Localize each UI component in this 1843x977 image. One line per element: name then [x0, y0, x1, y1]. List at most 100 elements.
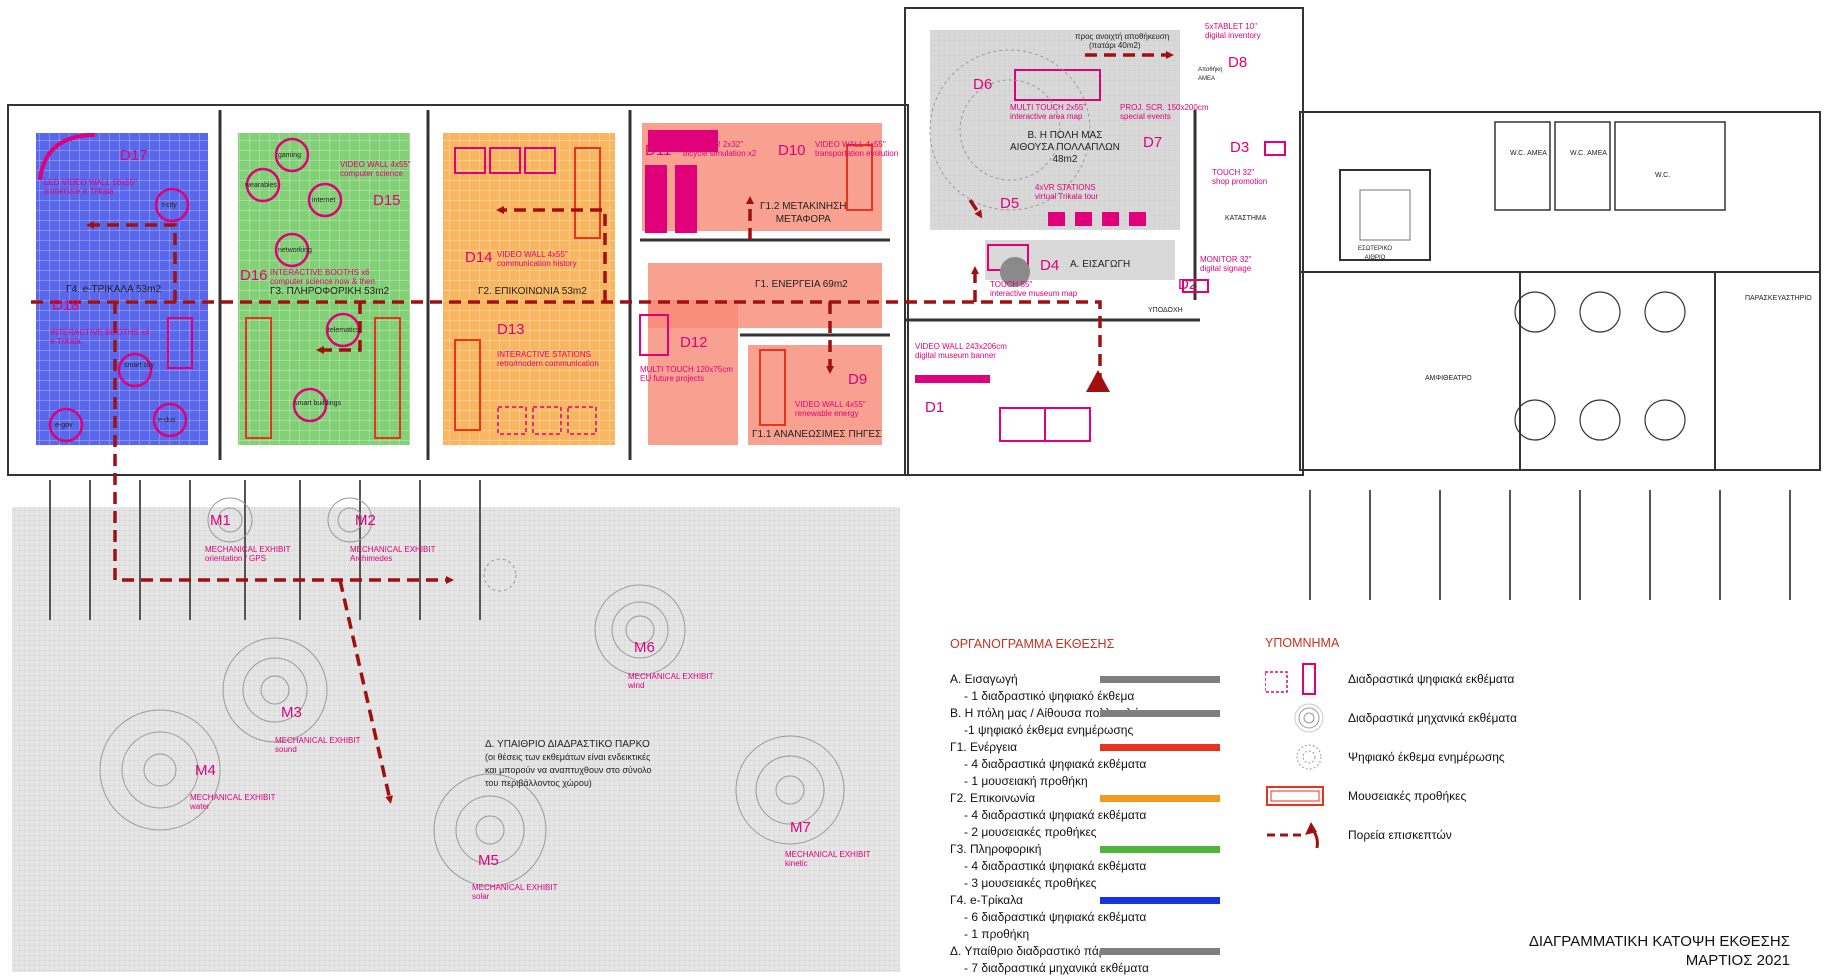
org-row: Γ1. Ενέργεια	[950, 739, 1220, 756]
org-row: - 4 διαδραστικά ψηφιακά εκθέματα	[950, 756, 1220, 773]
visitor-path-icon	[1267, 822, 1319, 849]
org-row: Β. Η πόλη μας / Αίθουσα πολλαπλών	[950, 705, 1220, 722]
room-g3: Γ3. ΠΛΗΡΟΦΟΡΙΚΗ 53m2	[270, 286, 390, 297]
label-d2: D2	[1178, 276, 1198, 293]
org-row: -1 ψηφιακό έκθεμα ενημέρωσης	[950, 722, 1220, 739]
legend-item-mechanical: Διαδραστικά μηχανικά εκθέματα	[1265, 701, 1595, 740]
vr-stations	[645, 130, 1146, 383]
display-case-icon	[1266, 786, 1324, 806]
label-d16: D16	[240, 267, 268, 284]
label-d4-desc: TOUCH 55"interactive museum map	[990, 280, 1078, 298]
org-row-text: - 2 μουσειακές προθήκες	[964, 825, 1097, 839]
room-g1: Γ1. ΕΝΕΡΓΕΙΑ 69m2	[755, 279, 848, 290]
org-color-bar	[1100, 795, 1220, 802]
label-d8-desc: 5xTABLET 10"digital inventory	[1205, 22, 1261, 40]
mechanical-exhibit-icon	[1294, 703, 1324, 733]
org-row: Γ4. e-Τρίκαλα	[950, 892, 1220, 909]
org-row: Α. Εισαγωγή	[950, 671, 1220, 688]
label-d10-desc: VIDEO WALL 4x55"transportation evolution	[815, 140, 899, 158]
label-d18: D18	[52, 297, 80, 314]
label-d10: D10	[778, 142, 806, 159]
drawing-title-line1: ΔΙΑΓΡΑΜΜΑΤΙΚΗ ΚΑΤΟΨΗ ΕΚΘΕΣΗΣ	[1528, 933, 1790, 950]
label-d3: D3	[1230, 139, 1250, 156]
org-row: Γ3. Πληροφορική	[950, 841, 1220, 858]
label-d15: D15	[373, 192, 401, 209]
zone-g1b	[648, 300, 738, 445]
room-g2: Γ2. ΕΠΙΚΟΙΝΩΝΙΑ 53m2	[478, 286, 587, 297]
room-shop: ΚΑΤΑΣΤΗΜΑ	[1225, 215, 1267, 222]
org-row: - 6 διαδραστικά ψηφιακά εκθέματα	[950, 909, 1220, 926]
legend-item-visitor-path: Πορεία επισκεπτών	[1265, 818, 1595, 857]
org-row-text: -1 ψηφιακό έκθεμα ενημέρωσης	[964, 723, 1134, 737]
legend: ΥΠΟΜΝΗΜΑ Διαδραστικά ψηφιακά εκθέματα Δι…	[1265, 636, 1595, 857]
drawing-title-date: ΜΑΡΤΙΟΣ 2021	[1685, 952, 1790, 969]
label-d11-desc: MONITOR 2x32"bicycle simulation x2	[683, 140, 757, 158]
label-m3: M3	[281, 704, 302, 721]
org-row-text: Γ2. Επικοινωνία	[950, 791, 1036, 805]
booth-internet: internet	[312, 197, 336, 204]
label-d3-desc: TOUCH 32"shop promotion	[1212, 168, 1268, 186]
room-wc1: W.C. ΑΜΕΑ	[1510, 150, 1547, 157]
room-g4: Γ4. e-ΤΡΙΚΑΛΑ 53m2	[66, 284, 162, 295]
storage-note: προς ανοιχτή αποθήκευση(πατάρι 40m2)	[1075, 32, 1170, 50]
org-color-bar	[1100, 846, 1220, 853]
booth-smart-buildings: smart buildings	[294, 400, 342, 407]
label-d14-desc: VIDEO WALL 4x55"communication history	[497, 250, 577, 268]
org-row-text: - 6 διαδραστικά ψηφιακά εκθέματα	[964, 910, 1147, 924]
label-m1: M1	[210, 512, 231, 529]
org-row-text: - 7 διαδραστικά μηχανικά εκθέματα	[964, 961, 1149, 975]
org-color-bar	[1100, 948, 1220, 955]
org-row-text: - 4 διαδραστικά ψηφιακά εκθέματα	[964, 808, 1147, 822]
display-cases	[245, 144, 873, 439]
legend-title: ΥΠΟΜΝΗΜΑ	[1265, 636, 1340, 650]
booths	[48, 137, 361, 443]
room-a: Α. ΕΙΣΑΓΩΓΗ	[1070, 259, 1131, 270]
org-row-text: Δ. Υπαίθριο διαδραστικό πάρκο	[950, 944, 1119, 958]
label-d7: D7	[1143, 134, 1163, 151]
label-d6: D6	[973, 76, 993, 93]
legend-item-digital: Διαδραστικά ψηφιακά εκθέματα	[1265, 662, 1595, 701]
org-color-bar	[1100, 897, 1220, 904]
org-row-text: Γ4. e-Τρίκαλα	[950, 893, 1023, 907]
drawing-title: ΔΙΑΓΡΑΜΜΑΤΙΚΗ ΚΑΤΟΨΗ ΕΚΘΕΣΗΣ ΜΑΡΤΙΟΣ 202…	[1460, 932, 1790, 970]
label-d13: D13	[497, 321, 525, 338]
org-row-text: - 3 μουσειακές προθήκες	[964, 876, 1097, 890]
legend-item-info: Ψηφιακό έκθεμα ενημέρωσης	[1265, 740, 1595, 779]
room-wc3: W.C.	[1655, 172, 1671, 179]
booth-t-city: t-city	[162, 202, 177, 209]
room-g11: Γ1.1 ΑΝΑΝΕΩΣΙΜΕΣ ΠΗΓΕΣ	[752, 429, 882, 440]
org-row: - 4 διαδραστικά ψηφιακά εκθέματα	[950, 858, 1220, 875]
label-m7: M7	[790, 819, 811, 836]
label-d9: D9	[848, 371, 868, 388]
booth-networking: networking	[278, 247, 312, 254]
visitor-path	[28, 51, 1174, 804]
legend-item-display-case: Μουσειακές προθήκες	[1265, 779, 1595, 818]
label-d1: D1	[925, 399, 945, 416]
label-d4: D4	[1040, 257, 1060, 274]
inner-yard	[1339, 169, 1431, 261]
label-d2-desc: MONITOR 32"digital signage	[1200, 255, 1252, 273]
org-row: - 1 διαδραστικό ψηφιακό έκθεμα	[950, 688, 1220, 705]
org-row-text: Γ1. Ενέργεια	[950, 740, 1018, 754]
label-d9-desc: VIDEO WALL 4x55"renewable energy	[795, 400, 866, 418]
org-row: Γ2. Επικοινωνία	[950, 790, 1220, 807]
booth-e-gov: e-gov	[55, 422, 73, 429]
org-row: - 7 διαδραστικά μηχανικά εκθέματα	[950, 960, 1220, 977]
label-d12: D12	[680, 334, 708, 351]
org-row: - 3 μουσειακές προθήκες	[950, 875, 1220, 892]
room-prep: ΠΑΡΑΣΚΕΥΑΣΤΗΡΙΟ	[1745, 295, 1812, 302]
amphi-tables	[1514, 291, 1686, 441]
label-m4: M4	[195, 762, 216, 779]
org-color-bar	[1100, 744, 1220, 751]
booth-smart-city: smart city	[124, 362, 154, 369]
interactive-stations	[497, 406, 597, 435]
